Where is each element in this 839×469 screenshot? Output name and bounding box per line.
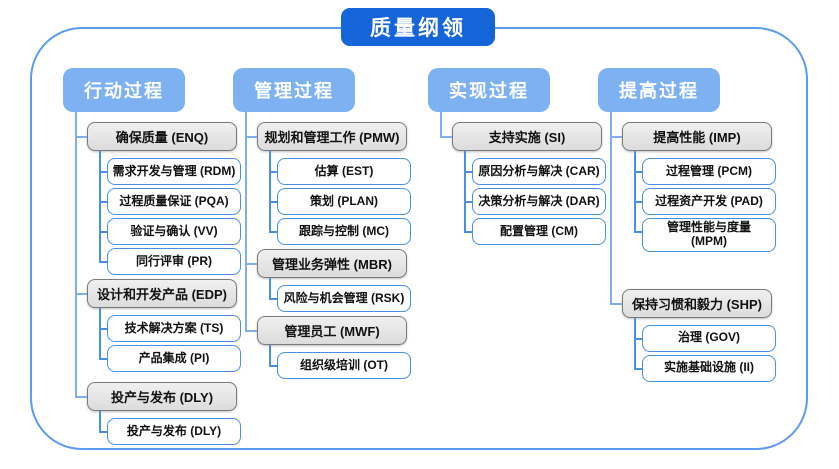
node-pcm: 过程管理 (PCM) [642,158,776,185]
branch-rdm: 需求开发与管理 (RDM) [87,151,245,185]
branch-rsk: 风险与机会管理 (RSK) [257,278,415,312]
header-improvement-process: 提高过程 [598,68,720,112]
branch-dly: 投产与发布 (DLY) 投产与发布 (DLY) [63,372,245,445]
branch-mc: 跟踪与控制 (MC) [257,215,415,245]
items-list-edp: 技术解决方案 (TS) 产品集成 (PI) [87,308,245,372]
branch-plan: 策划 (PLAN) [257,185,415,215]
node-si: 支持实施 (SI) [452,122,602,151]
items-list-enq: 需求开发与管理 (RDM) 过程质量保证 (PQA) 验证与确认 (VV) 同行… [87,151,245,275]
node-ts: 技术解决方案 (TS) [107,315,241,342]
items-list-imp: 过程管理 (PCM) 过程资产开发 (PAD) 管理性能与度量 (MPM) [622,151,780,252]
node-edp: 设计和开发产品 (EDP) [87,279,237,308]
items-list-shp: 治理 (GOV) 实施基础设施 (II) [622,317,780,382]
node-dly-leaf: 投产与发布 (DLY) [107,418,241,445]
node-enq: 确保质量 (ENQ) [87,122,237,151]
node-dar: 决策分析与解决 (DAR) [472,188,606,215]
node-imp: 提高性能 (IMP) [622,122,772,151]
node-pr: 同行评审 (PR) [107,248,241,275]
groups-list-action: 确保质量 (ENQ) 需求开发与管理 (RDM) 过程质量保证 (PQA) 验证… [63,112,245,445]
branch-pmw: 规划和管理工作 (PMW) 估算 (EST) 策划 (PLAN) 跟踪与控制 (… [233,112,415,245]
branch-gov: 治理 (GOV) [622,317,780,352]
branch-car: 原因分析与解决 (CAR) [452,151,610,185]
branch-dar: 决策分析与解决 (DAR) [452,185,610,215]
node-gov: 治理 (GOV) [642,324,776,352]
column-action-process: 行动过程 确保质量 (ENQ) 需求开发与管理 (RDM) 过程质量保证 (PQ… [63,68,245,445]
node-mpm: 管理性能与度量 (MPM) [642,218,776,252]
branch-si: 支持实施 (SI) 原因分析与解决 (CAR) 决策分析与解决 (DAR) 配置… [428,112,610,245]
node-plan: 策划 (PLAN) [277,188,411,215]
branch-vv: 验证与确认 (VV) [87,215,245,245]
node-pi: 产品集成 (PI) [107,345,241,372]
branch-pi: 产品集成 (PI) [87,342,245,372]
node-ii: 实施基础设施 (II) [642,354,776,382]
branch-pad: 过程资产开发 (PAD) [622,185,780,215]
branch-edp: 设计和开发产品 (EDP) 技术解决方案 (TS) 产品集成 (PI) [63,275,245,372]
node-shp: 保持习惯和毅力 (SHP) [622,288,772,318]
node-cm: 配置管理 (CM) [472,218,606,245]
header-action-process: 行动过程 [63,68,185,112]
branch-mwf: 管理员工 (MWF) 组织级培训 (OT) [233,312,415,379]
node-mwf: 管理员工 (MWF) [257,316,407,345]
node-rdm: 需求开发与管理 (RDM) [107,158,241,185]
branch-cm: 配置管理 (CM) [452,215,610,245]
branch-ot: 组织级培训 (OT) [257,345,415,379]
branch-enq: 确保质量 (ENQ) 需求开发与管理 (RDM) 过程质量保证 (PQA) 验证… [63,112,245,275]
branch-est: 估算 (EST) [257,151,415,185]
node-mc: 跟踪与控制 (MC) [277,218,411,245]
items-list-si: 原因分析与解决 (CAR) 决策分析与解决 (DAR) 配置管理 (CM) [452,151,610,245]
node-pmw: 规划和管理工作 (PMW) [257,122,407,151]
branch-dly-leaf: 投产与发布 (DLY) [87,411,245,445]
branch-imp: 提高性能 (IMP) 过程管理 (PCM) 过程资产开发 (PAD) 管理性能与… [598,112,780,252]
groups-list-improvement: 提高性能 (IMP) 过程管理 (PCM) 过程资产开发 (PAD) 管理性能与… [598,112,780,382]
node-ot: 组织级培训 (OT) [277,352,411,379]
node-pqa: 过程质量保证 (PQA) [107,188,241,215]
node-est: 估算 (EST) [277,158,411,185]
node-dly: 投产与发布 (DLY) [87,382,237,411]
node-car: 原因分析与解决 (CAR) [472,158,606,185]
header-realization-process: 实现过程 [428,68,550,112]
column-improvement-process: 提高过程 提高性能 (IMP) 过程管理 (PCM) 过程资产开发 (PAD) … [598,68,780,382]
header-management-process: 管理过程 [233,68,355,112]
branch-ts: 技术解决方案 (TS) [87,308,245,342]
column-realization-process: 实现过程 支持实施 (SI) 原因分析与解决 (CAR) 决策分析与解决 (DA… [428,68,610,245]
node-pad: 过程资产开发 (PAD) [642,188,776,215]
branch-pr: 同行评审 (PR) [87,245,245,275]
items-list-mbr: 风险与机会管理 (RSK) [257,278,415,312]
items-list-dly: 投产与发布 (DLY) [87,411,245,445]
branch-pqa: 过程质量保证 (PQA) [87,185,245,215]
branch-pcm: 过程管理 (PCM) [622,151,780,185]
branch-ii: 实施基础设施 (II) [622,351,780,382]
items-list-mwf: 组织级培训 (OT) [257,345,415,379]
diagram-title: 质量纲领 [341,8,495,46]
groups-list-realization: 支持实施 (SI) 原因分析与解决 (CAR) 决策分析与解决 (DAR) 配置… [428,112,610,245]
column-management-process: 管理过程 规划和管理工作 (PMW) 估算 (EST) 策划 (PLAN) 跟踪… [233,68,415,379]
node-rsk: 风险与机会管理 (RSK) [277,285,411,312]
branch-mbr: 管理业务弹性 (MBR) 风险与机会管理 (RSK) [233,245,415,312]
branch-shp: 保持习惯和毅力 (SHP) 治理 (GOV) 实施基础设施 (II) [598,251,780,382]
items-list-pmw: 估算 (EST) 策划 (PLAN) 跟踪与控制 (MC) [257,151,415,245]
branch-mpm: 管理性能与度量 (MPM) [622,215,780,252]
groups-list-management: 规划和管理工作 (PMW) 估算 (EST) 策划 (PLAN) 跟踪与控制 (… [233,112,415,379]
node-mbr: 管理业务弹性 (MBR) [257,249,407,278]
node-vv: 验证与确认 (VV) [107,218,241,245]
